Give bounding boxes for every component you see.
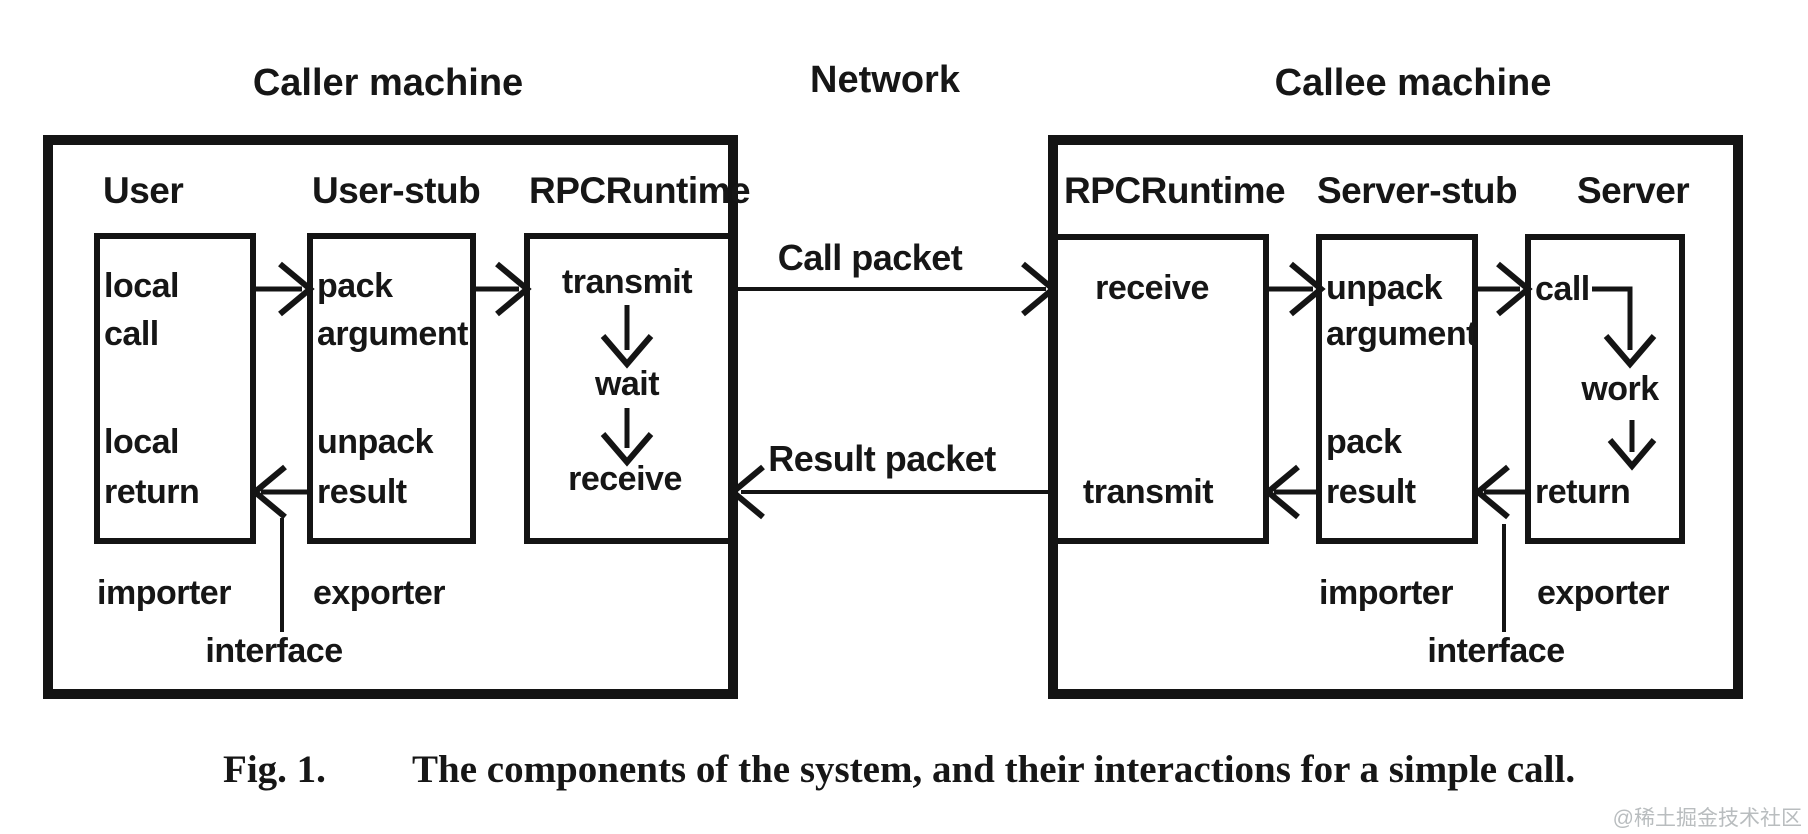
callee-header-server: Server xyxy=(1577,170,1689,211)
caller-rpc-transmit-label: transmit xyxy=(562,263,692,301)
transmit-to-wait-arrow xyxy=(600,305,654,369)
sstub-unpack-line1: unpack xyxy=(1326,269,1443,307)
caller-machine-title: Caller machine xyxy=(253,62,523,104)
server-call-label: call xyxy=(1535,270,1590,308)
figure-caption-number: Fig. 1. xyxy=(223,748,326,791)
work-to-return-arrow xyxy=(1607,420,1657,471)
callee-importer-label: importer xyxy=(1319,574,1453,612)
caller-importer-label: importer xyxy=(97,574,231,612)
wait-to-receive-arrow xyxy=(600,408,654,467)
server-work-label: work xyxy=(1580,370,1659,408)
caller-machine-group: User User-stub RPCRuntime local call loc… xyxy=(43,135,751,699)
call-packet-label: Call packet xyxy=(778,237,963,278)
call-packet-arrow: Call packet xyxy=(733,237,1058,317)
callee-rpc-transmit-label: transmit xyxy=(1083,473,1213,511)
callee-exporter-label: exporter xyxy=(1537,574,1669,612)
call-to-work-arrow xyxy=(1592,286,1657,369)
network-title: Network xyxy=(810,59,961,101)
user-box xyxy=(94,233,256,544)
result-packet-arrow: Result packet xyxy=(728,438,1053,520)
callee-rpcruntime-box xyxy=(1050,234,1269,544)
pack-result-to-transmit-arrow xyxy=(1263,464,1319,520)
user-local-call-line2: call xyxy=(104,315,159,353)
unpack-result-to-local-return-arrow xyxy=(250,464,310,520)
local-call-to-pack-arrow xyxy=(253,261,315,317)
stub-unpack-line2: result xyxy=(317,473,407,511)
stub-unpack-line1: unpack xyxy=(317,423,434,461)
caller-rpcruntime-box xyxy=(524,233,736,544)
callee-machine-group: RPCRuntime Server-stub Server receive tr… xyxy=(1048,135,1743,699)
callee-rpc-receive-label: receive xyxy=(1095,269,1209,307)
callee-interface-label: interface xyxy=(1427,632,1564,670)
user-stub-box xyxy=(307,233,476,544)
caller-header-user: User xyxy=(103,170,183,211)
caller-interface-label: interface xyxy=(205,632,342,670)
callee-header-rpcruntime: RPCRuntime xyxy=(1064,170,1285,211)
server-stub-box xyxy=(1316,234,1478,544)
callee-header-server-stub: Server-stub xyxy=(1317,170,1517,211)
callee-machine-title: Callee machine xyxy=(1275,62,1552,104)
caller-header-user-stub: User-stub xyxy=(312,170,480,211)
caller-rpc-wait-label: wait xyxy=(594,365,659,403)
figure-caption: Fig. 1. The components of the system, an… xyxy=(223,748,1575,791)
user-local-return-line2: return xyxy=(104,473,199,511)
sstub-unpack-line2: argument xyxy=(1326,315,1477,353)
figure-caption-text: The components of the system, and their … xyxy=(412,748,1575,791)
pack-to-transmit-arrow xyxy=(473,261,532,317)
return-to-pack-result-arrow xyxy=(1473,464,1528,520)
caller-header-rpcruntime: RPCRuntime xyxy=(529,170,750,211)
watermark-text: @稀土掘金技术社区 xyxy=(1613,807,1802,830)
sstub-pack-line2: result xyxy=(1326,473,1416,511)
receive-to-unpack-arrow xyxy=(1266,261,1326,317)
stub-pack-line1: pack xyxy=(317,267,393,305)
unpack-to-call-arrow xyxy=(1475,261,1533,317)
user-local-return-line1: local xyxy=(104,423,179,461)
stub-pack-line2: argument xyxy=(317,315,468,353)
sstub-pack-line1: pack xyxy=(1326,423,1402,461)
server-box xyxy=(1525,234,1685,544)
caller-exporter-label: exporter xyxy=(313,574,445,612)
user-local-call-line1: local xyxy=(104,267,179,305)
caller-rpc-receive-label: receive xyxy=(568,460,682,498)
server-return-label: return xyxy=(1535,473,1630,511)
result-packet-label: Result packet xyxy=(768,438,996,479)
